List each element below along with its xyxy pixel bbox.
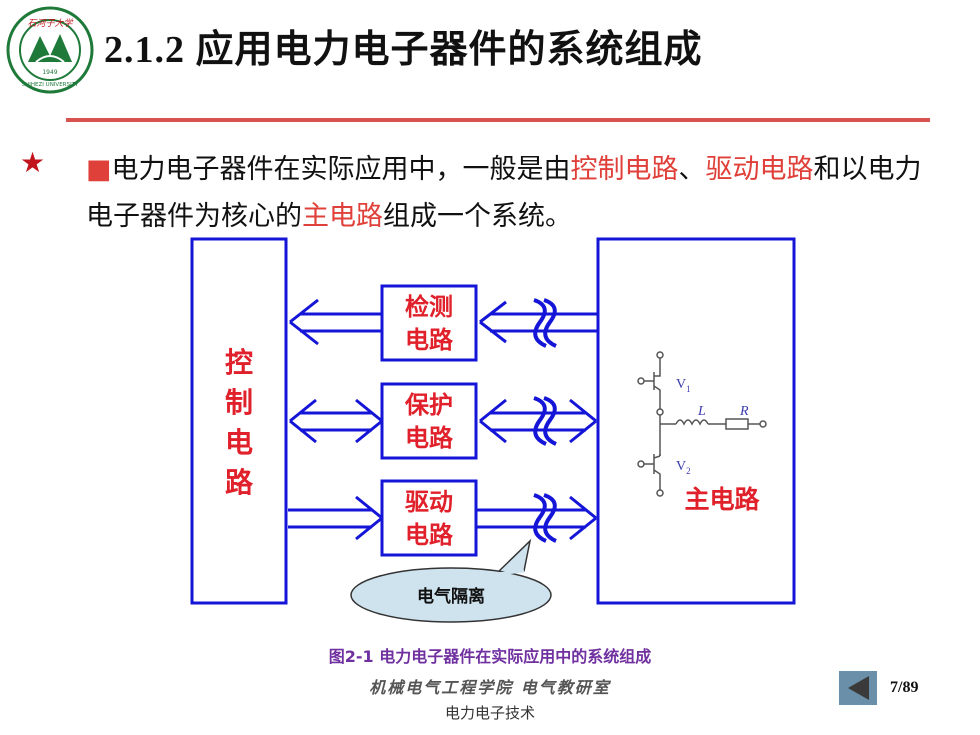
bullet-segment: 电力电子器件在实际应用中，一般是由 (111, 154, 571, 185)
half-bridge-schematic (637, 351, 767, 497)
detect-circuit-box (380, 284, 478, 362)
figure-caption: 图2-1 电力电子器件在实际应用中的系统组成 (328, 647, 652, 666)
drive-circuit-box (380, 479, 478, 557)
isolation-callout-text: 电气隔离 (417, 586, 485, 607)
protect-circuit-box (380, 382, 478, 460)
drive-to-main-arrow (476, 493, 597, 543)
university-logo: 石河子大学 1949 SHIHEZI UNIVERSITY (6, 6, 94, 94)
star-icon: ★ (20, 146, 46, 179)
previous-slide-button[interactable] (839, 671, 877, 705)
control-label-1: 控 (225, 346, 253, 379)
bullet-highlight-main: 主电路 (302, 201, 383, 232)
control-circuit-box (190, 237, 288, 605)
control-label-3: 电 (225, 426, 253, 459)
resistor-label: R (739, 404, 749, 419)
detect-label-2: 电路 (405, 326, 454, 354)
control-label-4: 路 (225, 466, 254, 499)
drive-label-2: 电路 (405, 521, 454, 549)
inductor-label: L (697, 404, 706, 419)
bullet-highlight-drive: 驱动电路 (705, 154, 814, 185)
logo-chinese-text: 石河子大学 (27, 18, 73, 29)
triangle-left-icon (848, 676, 869, 700)
protect-control-double-arrow (289, 398, 383, 444)
main-circuit-label: 主电路 (684, 485, 760, 514)
drive-label-1: 驱动 (405, 488, 453, 516)
bullet-segment: 和以电力电子器件为核心的 (86, 154, 922, 232)
bullet-segment: 、 (678, 154, 706, 185)
control-label-2: 制 (225, 386, 253, 419)
logo-year: 1949 (42, 69, 57, 76)
bullet-segment: 组成一个系统。 (383, 201, 572, 232)
main-protect-double-arrow (479, 396, 597, 446)
logo-english-text: SHIHEZI UNIVERSITY (22, 82, 79, 88)
isolation-callout-ellipse (350, 567, 552, 623)
bullet-paragraph: ■电力电子器件在实际应用中，一般是由控制电路、驱动电路和以电力电子器件为核心的主… (86, 146, 926, 240)
control-to-drive-arrow (288, 495, 383, 541)
title-divider (66, 118, 930, 122)
v1-label: V1 (676, 377, 691, 394)
protect-label-2: 电路 (405, 424, 454, 452)
square-bullet-icon: ■ (86, 154, 112, 185)
main-to-detect-arrow (479, 298, 598, 348)
page-number: 7/89 (890, 679, 919, 696)
protect-label-1: 保护 (404, 391, 453, 419)
footer-course: 电力电子技术 (444, 704, 535, 722)
isolation-callout-bubble (493, 538, 532, 575)
v2-label: V2 (676, 459, 691, 476)
detect-to-control-arrow (289, 298, 382, 346)
footer-department: 机械电气工程学院 电气教研室 (369, 678, 611, 697)
bullet-highlight-control: 控制电路 (570, 154, 679, 185)
detect-label-1: 检测 (405, 293, 453, 321)
slide-title: 2.1.2 应用电力电子器件的系统组成 (104, 29, 703, 71)
